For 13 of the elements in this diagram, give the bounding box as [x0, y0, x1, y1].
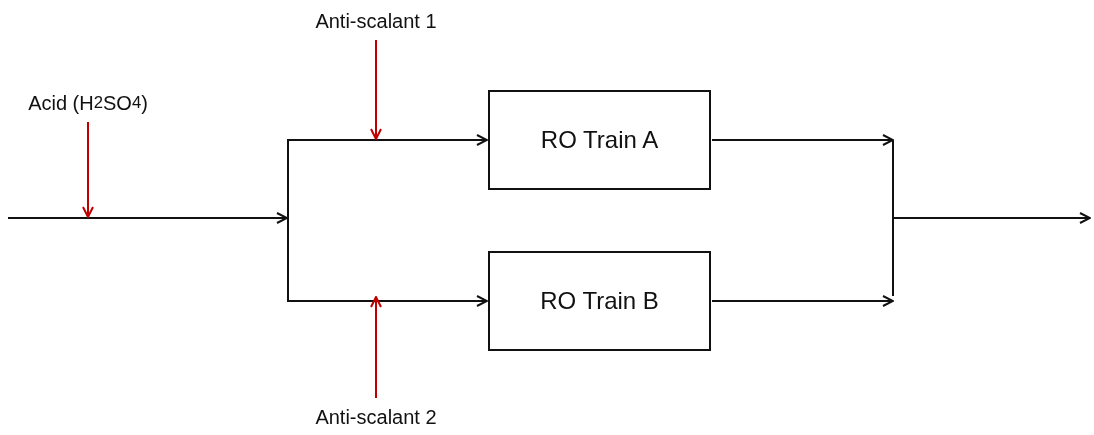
arrow: [370, 39, 382, 140]
chemical-label: Anti-scalant 2: [283, 400, 469, 434]
process-box: RO Train A: [488, 90, 711, 190]
arrow: [711, 295, 894, 307]
chemical-label: Anti-scalant 1: [283, 4, 469, 38]
arrow: [287, 134, 488, 219]
arrow: [7, 212, 288, 224]
arrow: [370, 296, 382, 399]
arrow: [287, 217, 488, 307]
process-box: RO Train B: [488, 251, 711, 351]
arrow: [711, 134, 894, 146]
arrow: [82, 121, 94, 218]
arrow: [892, 139, 1091, 297]
